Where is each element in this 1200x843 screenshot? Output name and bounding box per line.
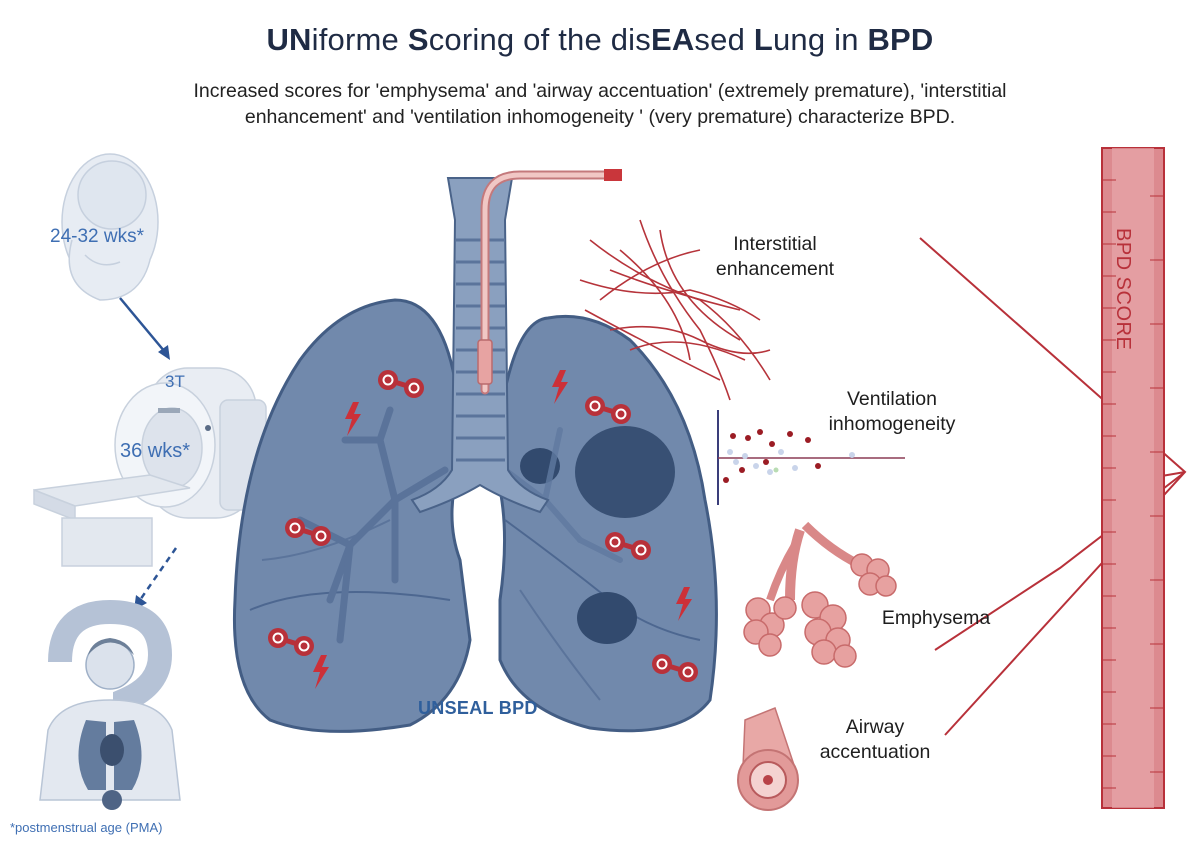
- subtitle: Increased scores for 'emphysema' and 'ai…: [60, 78, 1140, 130]
- interstitial-label-line-1: Interstitial: [733, 233, 817, 255]
- ventilation-label-line-2: inhomogeneity: [828, 413, 956, 435]
- person-question-icon: [39, 599, 181, 810]
- fetus-icon: [61, 153, 159, 301]
- scanner-field-label: 3T: [165, 372, 185, 391]
- arrow-to-scanner: [119, 297, 170, 360]
- footnote: *postmenstrual age (PMA): [10, 820, 163, 835]
- airway-icon: [737, 707, 799, 811]
- ruler-label: BPD SCORE: [1112, 228, 1134, 351]
- subtitle-line-2: enhancement' and 'ventilation inhomogene…: [244, 106, 956, 128]
- airway-label: Airway accentuation: [800, 715, 950, 765]
- subtitle-line-1: Increased scores for 'emphysema' and 'ai…: [193, 80, 1007, 102]
- mri-scanner-icon: [33, 367, 267, 567]
- lung-label: UNSEAL BPD: [418, 698, 538, 718]
- scan-age-label: 36 wks*: [120, 440, 191, 462]
- airway-label-line-1: Airway: [845, 716, 905, 738]
- interstitial-label-line-2: enhancement: [715, 258, 835, 280]
- fibers-icon: [579, 219, 771, 401]
- interstitial-label: Interstitial enhancement: [690, 232, 860, 282]
- lungs-icon: [232, 298, 718, 733]
- emphysema-label: Emphysema: [881, 607, 991, 629]
- airway-label-line-2: accentuation: [819, 741, 931, 763]
- endotracheal-tube-icon: [477, 169, 622, 395]
- page-title: UNiforme Scoring of the disEAsed Lung in…: [266, 22, 934, 57]
- alveoli-icon: [743, 521, 897, 668]
- ruler-icon: [1101, 147, 1165, 809]
- fetus-age-label: 24-32 wks*: [50, 226, 144, 247]
- ventilation-label-line-1: Ventilation: [847, 388, 937, 410]
- ventilation-label: Ventilation inhomogeneity: [808, 387, 976, 437]
- scatter-icon: [717, 410, 905, 505]
